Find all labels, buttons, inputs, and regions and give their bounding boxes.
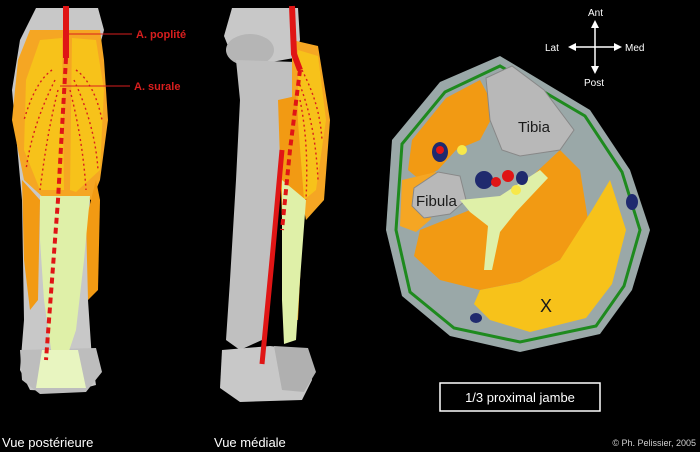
medial-heel [274,346,316,392]
orientation-compass: Ant Post Lat Med [545,8,644,89]
section-tibia [485,65,575,157]
caption-medial-view: Vue médiale [214,435,286,450]
posterior-arterial-branches [23,69,103,191]
medial-gastrocnemius-light [298,50,326,200]
label-fibula: Fibula [416,193,458,210]
posterior-heel-fan [36,350,86,388]
caption-posterior-view: Vue postérieure [2,435,93,450]
section-saphenous-vein [626,194,638,210]
compass-arrow-right-icon [614,43,622,51]
compass-arrow-down-icon [591,66,599,74]
posterior-tibial-artery [44,57,68,361]
label-x-marker: X [540,296,552,316]
label-popliteal-artery: A. poplité [136,29,186,41]
medial-knee-condyle [226,34,274,66]
section-neurovascular-bundle-anterior [432,142,467,162]
medial-achilles-tendon [282,180,306,344]
medial-arterial-branches [297,69,323,201]
label-sural-artery: A. surale [134,81,180,93]
cross-section: Tibia Fibula X [386,56,650,352]
compass-arrow-left-icon [568,43,576,51]
section-fascia [394,64,642,344]
section-interosseous-membrane [460,170,548,270]
section-small-saphenous-vein [470,313,482,323]
compass-arrow-up-icon [591,20,599,28]
section-caption: 1/3 proximal jambe [465,390,575,405]
posterior-soleus-left [22,180,40,310]
section-anterior-compartment [408,80,496,180]
copyright-notice: © Ph. Pelissier, 2005 [612,438,696,448]
section-superficial-posterior [474,180,626,332]
compass-post: Post [584,78,604,89]
label-tibia: Tibia [518,119,551,136]
posterior-soleus-right [86,180,100,300]
compass-ant: Ant [588,8,603,19]
medial-tibial-artery-dashed [280,69,302,231]
section-fibula [411,171,467,219]
posterior-view-leg: A. poplité A. surale [12,6,186,394]
posterior-gastrocnemius-light [24,38,64,190]
medial-tibia [226,60,296,350]
section-neurovascular-bundle-posterior [475,170,528,195]
section-caption-box [439,382,601,412]
medial-tibial-artery-solid [259,149,285,365]
medial-popliteal-artery [289,5,303,72]
posterior-gastrocnemius-light-2 [70,38,104,192]
compass-lat: Lat [545,43,559,54]
medial-view-leg [220,5,330,402]
compass-med: Med [625,43,644,54]
posterior-achilles-tendon [40,196,90,360]
